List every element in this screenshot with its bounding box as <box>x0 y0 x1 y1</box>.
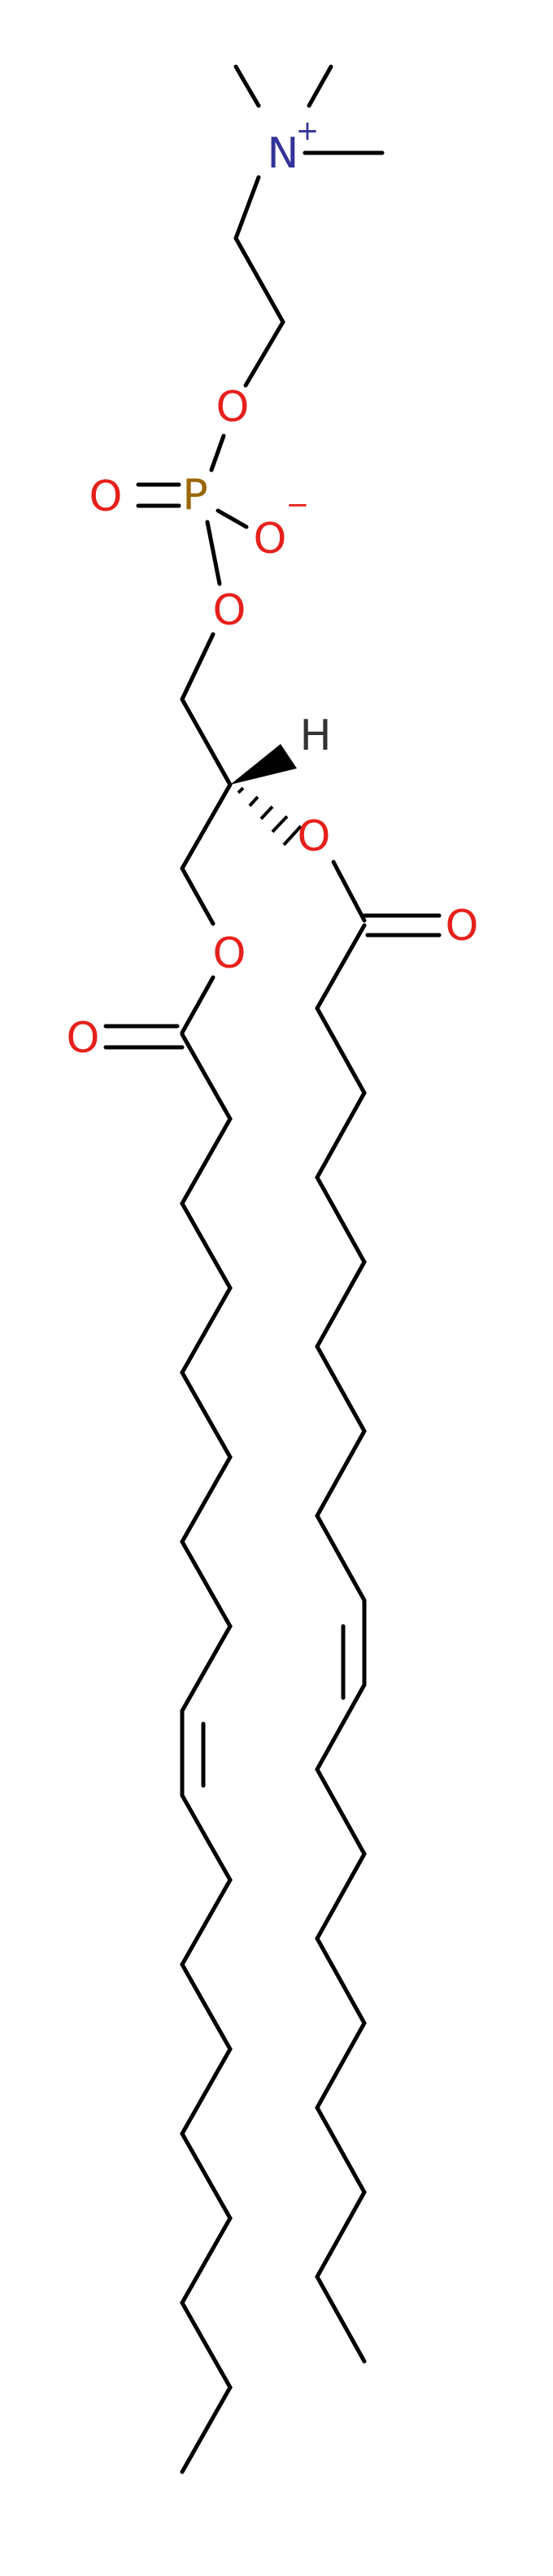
bond-hash-o-ester2 <box>237 786 303 846</box>
bond-p-o2 <box>205 520 222 586</box>
headgroup-bonds <box>136 64 385 926</box>
bond-choline-o <box>243 320 285 388</box>
bond-o-p <box>209 433 226 472</box>
atom-oxygen-carbonyl-sn2: O <box>446 902 479 951</box>
chain-sn1-lower <box>180 1708 233 2474</box>
atom-oxygen-choline: O <box>216 383 250 432</box>
charge-nitrogen-plus: + <box>296 115 320 147</box>
chain-sn2-lower <box>315 1598 367 2364</box>
chain-sn2-bonds <box>315 859 442 2364</box>
bond-o2-ch2 <box>180 632 216 702</box>
bond-methyl-top <box>307 64 333 108</box>
atom-oxygen-carbonyl-sn1: O <box>67 1014 100 1063</box>
atom-oxygen-ester-sn1: O <box>213 929 246 978</box>
atom-hydrogen: H <box>299 711 331 760</box>
atom-oxygen-ester-sn2: O <box>298 812 331 861</box>
bond-glycerol-1 <box>180 697 233 787</box>
charge-oxygen-minus: − <box>286 489 310 521</box>
chain-sn2-upper <box>315 923 367 1603</box>
bond-oester1-c <box>180 975 216 1035</box>
bond-p-o-minus <box>216 508 249 529</box>
bond-wedge-h <box>230 744 297 785</box>
atom-nitrogen: N <box>268 129 299 178</box>
bond-choline-1 <box>233 236 285 324</box>
chain-sn1-upper <box>180 1032 233 1713</box>
atom-phosphorus: P <box>182 471 207 520</box>
atom-labels: N + O P O O − O H O O O O <box>67 115 479 1063</box>
bond-glycerol-3 <box>180 866 216 926</box>
atom-oxygen-double: O <box>89 472 123 521</box>
chain-sn1-bonds <box>103 975 233 2474</box>
atom-oxygen-minus: O <box>254 515 287 564</box>
bond-methyl-left <box>233 64 261 108</box>
bond-n-ch2 <box>233 175 261 241</box>
atom-oxygen-phosphoester: O <box>213 586 246 635</box>
bond-glycerol-2 <box>180 782 233 871</box>
bond-oester2-c <box>331 859 367 923</box>
